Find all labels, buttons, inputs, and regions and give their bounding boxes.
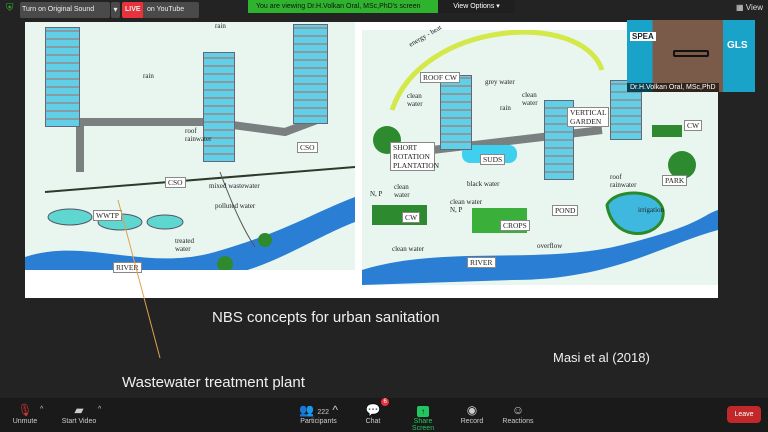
label-wwtp: WWTP xyxy=(93,210,122,221)
tree xyxy=(258,233,272,247)
building xyxy=(293,24,328,124)
security-shield-icon[interactable]: ⛨ xyxy=(6,3,14,14)
view-label: View xyxy=(745,3,763,12)
label-polluted-water: polluted water xyxy=(215,202,256,210)
glasses-shape xyxy=(673,50,709,57)
label-grey-water: grey water xyxy=(485,78,515,86)
view-options-button[interactable]: View Options ▾ xyxy=(438,0,515,13)
label-clean-water-np: clean water N, P xyxy=(450,198,483,214)
label-rain-2: rain xyxy=(143,72,154,80)
muted-mic-icon: 🎙 xyxy=(17,403,33,417)
sewer-line xyxy=(44,166,355,193)
label-cso-2: CSO xyxy=(165,177,186,188)
wwtp-tank xyxy=(146,214,184,230)
unmute-button[interactable]: 🎙Unmute xyxy=(10,402,40,425)
reactions-button[interactable]: ☺Reactions xyxy=(502,402,534,425)
label-clean-water-3: clean water xyxy=(394,183,410,199)
label-pond: POND xyxy=(552,205,579,216)
chat-label: Chat xyxy=(365,418,381,425)
wwtp-tank xyxy=(47,208,93,226)
pond-shape xyxy=(605,191,665,235)
label-mixed-wastewater: mixed wastewater xyxy=(209,182,260,190)
view-button[interactable]: ▦ View xyxy=(736,3,763,12)
label-black-water: black water xyxy=(467,180,500,188)
chat-badge: 6 xyxy=(381,398,389,406)
label-park: PARK xyxy=(662,175,688,186)
meeting-toolbar: 🎙Unmute ^ ▰Start Video ^ 👥 222 ^Particip… xyxy=(0,398,768,432)
participants-icon: 👥 xyxy=(299,403,314,417)
video-bg-text-2: GLS xyxy=(727,40,748,51)
label-np-1: N, P xyxy=(370,190,383,198)
record-button[interactable]: ◉Record xyxy=(460,402,484,425)
reactions-icon: ☺ xyxy=(511,403,525,417)
label-clean-water-2: clean water xyxy=(522,91,538,107)
video-off-icon: ▰ xyxy=(74,403,84,417)
label-clean-water-1: clean water xyxy=(407,92,423,108)
river-shape xyxy=(362,210,718,285)
label-rain: rain xyxy=(500,104,511,112)
unmute-label: Unmute xyxy=(12,418,38,425)
record-icon: ◉ xyxy=(466,403,478,417)
audio-options-caret[interactable]: ^ xyxy=(40,406,44,413)
label-cw-2: CW xyxy=(402,212,421,223)
label-cw-1: CW xyxy=(684,120,703,131)
record-label: Record xyxy=(460,418,484,425)
building xyxy=(440,75,472,150)
label-roof-rainwater: roof rainwater xyxy=(185,127,212,143)
live-badge: LIVE xyxy=(122,2,144,18)
shared-slide: rain rain roof rainwater CSO CSO mixed w… xyxy=(25,22,718,298)
label-overflow: overflow xyxy=(537,242,563,250)
chat-icon: 💬 xyxy=(365,403,381,417)
share-screen-button[interactable]: ↑Share Screen xyxy=(402,402,444,432)
building xyxy=(203,52,235,162)
label-short-rotation: SHORT ROTATION PLANTATION xyxy=(390,142,439,171)
start-video-label: Start Video xyxy=(61,418,97,425)
participants-label: Participants xyxy=(300,418,337,425)
participants-count: 222 xyxy=(317,409,329,416)
label-suds: SUDS xyxy=(480,154,506,165)
river-shape xyxy=(25,197,355,270)
label-treated-water: treated water xyxy=(175,237,195,253)
tree xyxy=(668,151,696,179)
viewing-banner: You are viewing Dr.H.Volkan Oral, MSc,Ph… xyxy=(248,0,438,13)
polluted-flow xyxy=(219,171,256,248)
label-cso-1: CSO xyxy=(297,142,318,153)
share-screen-icon: ↑ xyxy=(417,406,429,417)
slide-citation: Masi et al (2018) xyxy=(553,350,650,365)
label-roof-cw: ROOF CW xyxy=(420,72,460,83)
speaker-name: Dr.H.Volkan Oral, MSc,PhD xyxy=(627,83,719,92)
urban-sanitation-diagram: rain rain roof rainwater CSO CSO mixed w… xyxy=(25,22,355,273)
label-vertical-garden: VERTICAL GARDEN xyxy=(567,107,609,127)
video-bg-text-1: SPEA xyxy=(630,32,656,41)
original-sound-dropdown[interactable]: ▾ xyxy=(111,2,120,18)
tree xyxy=(217,256,233,270)
slide-annotation: Wastewater treatment plant xyxy=(122,374,305,391)
label-rain-1: rain xyxy=(215,22,226,30)
leave-button[interactable]: Leave xyxy=(727,406,761,423)
participants-button[interactable]: 👥 222 ^Participants xyxy=(296,402,341,425)
label-irrigation: irrigation xyxy=(638,206,665,214)
slide-title: NBS concepts for urban sanitation xyxy=(212,309,440,326)
label-roof-rainwater: roof rainwater xyxy=(610,173,637,189)
building xyxy=(45,27,80,127)
label-crops: CROPS xyxy=(500,220,530,231)
speaker-video-tile[interactable]: SPEA GLS Dr.H.Volkan Oral, MSc,PhD xyxy=(627,20,755,92)
video-options-caret[interactable]: ^ xyxy=(98,406,102,413)
share-screen-label: Share Screen xyxy=(411,418,435,432)
label-river: RIVER xyxy=(113,262,142,273)
label-river-2: RIVER xyxy=(467,257,496,268)
energy-arrow xyxy=(389,30,605,111)
original-sound-button[interactable]: Turn on Original Sound xyxy=(20,2,110,18)
reactions-label: Reactions xyxy=(502,418,534,425)
label-clean-water-4: clean water xyxy=(392,245,425,253)
live-youtube-button[interactable]: on YouTube xyxy=(143,2,199,18)
cw-bed xyxy=(652,125,682,137)
start-video-button[interactable]: ▰Start Video xyxy=(58,402,100,425)
view-options-label: View Options xyxy=(453,3,495,10)
